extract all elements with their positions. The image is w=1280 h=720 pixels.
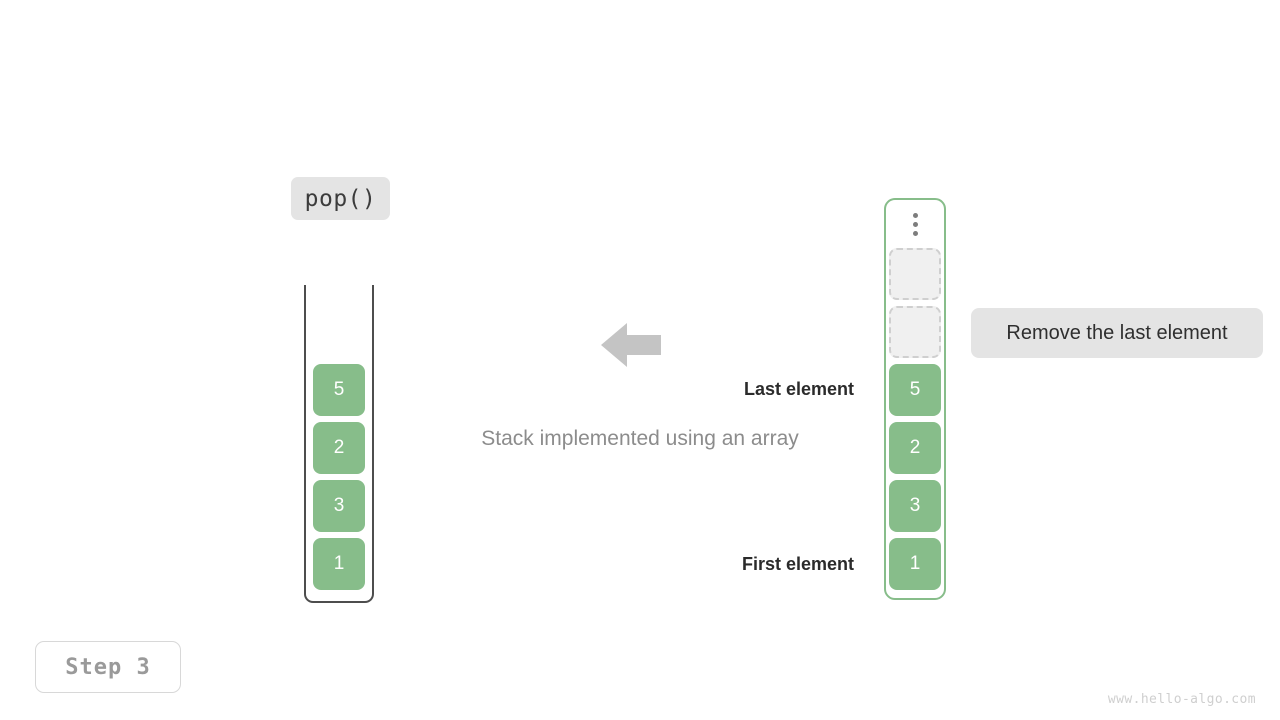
array-cell: 1	[889, 538, 941, 590]
operation-label: pop()	[291, 177, 390, 220]
array-empty-slot	[889, 248, 941, 300]
step-badge: Step 3	[35, 641, 181, 693]
arrow-left-icon	[601, 323, 661, 367]
ellipsis-dot	[912, 212, 918, 218]
annotation-first-element: First element	[741, 554, 854, 574]
array-slot-list: 5 2 3 1	[889, 248, 941, 590]
vertical-ellipsis-icon	[884, 206, 946, 242]
stack-cell: 1	[313, 538, 365, 590]
array-cell: 5	[889, 364, 941, 416]
array-cell: 2	[889, 422, 941, 474]
array-cell: 3	[889, 480, 941, 532]
stack-cell: 3	[313, 480, 365, 532]
diagram-caption: Stack implemented using an array	[481, 427, 799, 450]
watermark: www.hello-algo.com	[1107, 692, 1256, 707]
annotation-last-element: Last element	[743, 379, 854, 399]
stack-cell: 5	[313, 364, 365, 416]
stack-cell-list: 5 2 3 1	[313, 364, 365, 590]
ellipsis-dot	[912, 230, 918, 236]
ellipsis-dot	[912, 221, 918, 227]
tooltip-remove-last-element: Remove the last element	[971, 308, 1263, 358]
stack-cell: 2	[313, 422, 365, 474]
stack-container	[304, 285, 374, 603]
array-empty-slot	[889, 306, 941, 358]
